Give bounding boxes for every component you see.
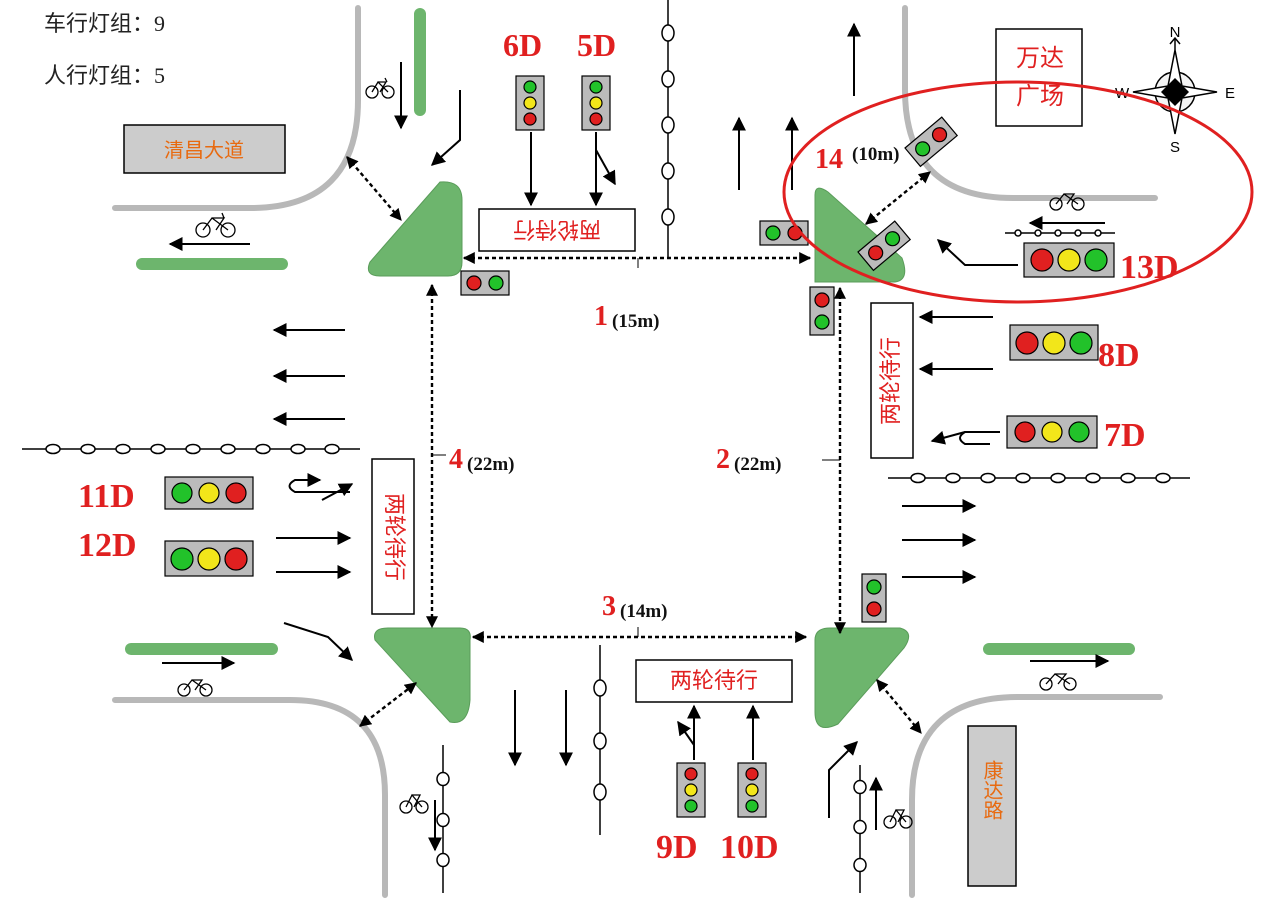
signal-12d-head — [164, 540, 254, 577]
compass-n: N — [1170, 24, 1181, 41]
island-sw — [374, 627, 471, 724]
signal-12d-label: 12D — [78, 527, 137, 564]
lane-arrows — [162, 22, 1110, 852]
pedestrian-signal-count: 人行灯组：5 — [44, 63, 166, 88]
signal-13d-label: 13D — [1120, 249, 1179, 286]
plaza-box — [995, 28, 1083, 127]
signal-5d-head — [581, 75, 611, 131]
wait-zone-south — [635, 659, 793, 703]
ped-signal-1-head — [460, 270, 510, 296]
west-road-name: 清昌大道 — [164, 138, 244, 162]
curb-ne — [902, 5, 1158, 201]
bicycle-icon — [399, 793, 429, 814]
crosswalk-14-id: 14 — [815, 144, 843, 175]
signal-5d-label: 5D — [577, 27, 616, 63]
wait-zone-west-label: 两轮待行 — [381, 493, 406, 581]
signal-10d-head — [737, 762, 767, 818]
corner-walk-sw — [359, 682, 417, 727]
bicycle-icon — [365, 77, 395, 99]
signal-11d-head — [164, 476, 254, 510]
plaza-name-1: 万达 — [1016, 44, 1064, 72]
lane-dividers — [22, 0, 1190, 893]
wait-zone-west — [371, 458, 415, 615]
crosswalk-4-len: (22m) — [467, 454, 514, 475]
road-name-boxes: 清昌大道 康达路 万达 广场 — [123, 28, 1083, 887]
west-road-box — [123, 124, 286, 174]
crosswalk-3-len: (14m) — [620, 601, 667, 622]
bicycle-icon — [1039, 673, 1077, 691]
compass-s: S — [1170, 139, 1180, 156]
distance-labels: 1 (15m) 2 (22m) 3 (14m) 4 (22m) 14 (10m) — [449, 144, 899, 622]
crosswalk-1-id: 1 — [594, 301, 608, 332]
bicycle-icons — [177, 77, 1085, 829]
ped-signal-2b-head — [861, 573, 887, 623]
signal-heads — [164, 75, 1115, 818]
green-bars — [125, 8, 1135, 655]
bicycle-icon — [195, 212, 236, 238]
ped-signal-2-head — [809, 286, 835, 336]
south-road-box — [967, 725, 1017, 887]
bicycle-icon — [883, 808, 913, 829]
green-bar-n — [414, 8, 426, 116]
ped-signal-14a-head — [904, 116, 959, 168]
green-bar-sw — [125, 643, 278, 655]
crosswalk-14-len: (10m) — [852, 144, 899, 165]
signal-7d-label: 7D — [1104, 417, 1146, 454]
crosswalk-1-len: (15m) — [612, 311, 659, 332]
signal-8d-label: 8D — [1098, 337, 1140, 374]
south-road-name: 康达路 — [980, 760, 1004, 820]
vehicle-signal-count: 车行灯组：9 — [44, 11, 166, 36]
green-bar-w — [136, 258, 288, 270]
compass-e: E — [1225, 85, 1235, 102]
crosswalks — [346, 156, 931, 734]
crosswalk-2-len: (22m) — [734, 454, 781, 475]
wait-zone-east-label: 两轮待行 — [879, 337, 904, 425]
island-nw — [367, 181, 463, 277]
plaza-name-2: 广场 — [1016, 82, 1064, 110]
ped-signal-14b-head — [857, 220, 912, 272]
corner-walk-se — [876, 679, 922, 734]
wait-zone-north-label: 两轮待行 — [513, 216, 601, 241]
island-se — [814, 627, 910, 728]
crosswalk-2-id: 2 — [716, 444, 730, 475]
corner-walk-nw — [346, 156, 402, 221]
crosswalk-4-id: 4 — [449, 444, 463, 475]
crosswalk-14 — [865, 171, 931, 225]
highlight-ellipse — [782, 80, 1254, 304]
compass-icon: N S E W — [1115, 24, 1235, 156]
signal-7d-head — [1006, 415, 1098, 449]
signal-11d-label: 11D — [78, 478, 135, 515]
wait-zone-north — [478, 208, 636, 252]
curb-se — [909, 694, 1163, 898]
signal-8d-head — [1009, 324, 1099, 361]
bicycle-icon — [1049, 193, 1085, 211]
signal-6d-label: 6D — [503, 27, 542, 63]
signal-10d-label: 10D — [720, 829, 779, 866]
signal-9d-head — [676, 762, 706, 818]
signal-6d-head — [515, 75, 545, 131]
curb-sw — [112, 697, 388, 898]
crosswalk-ticks — [432, 258, 840, 637]
bicycle-icon — [177, 679, 213, 697]
wait-zone-east — [870, 302, 914, 459]
signal-labels: 6D 5D 13D 8D 7D 11D 12D 9D 10D — [78, 27, 1179, 866]
signal-9d-label: 9D — [656, 829, 698, 866]
signal-13d-head — [1023, 242, 1115, 278]
crosswalk-3-id: 3 — [602, 591, 616, 622]
green-bar-se — [983, 643, 1135, 655]
wait-zones: 两轮待行 两轮待行 两轮待行 两轮待行 — [371, 208, 914, 703]
wait-zone-south-label: 两轮待行 — [670, 669, 758, 694]
curb-nw — [112, 5, 361, 211]
